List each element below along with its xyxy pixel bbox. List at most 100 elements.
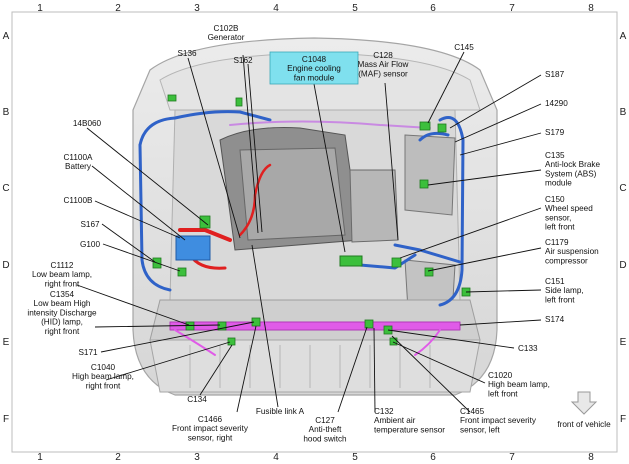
callout-line: S171 bbox=[78, 348, 98, 357]
callout-line: C102B bbox=[213, 24, 239, 33]
callout-line: High beam lamp, bbox=[72, 372, 134, 381]
callout-s136: S136 bbox=[177, 49, 197, 58]
callout-line: C1112 bbox=[51, 261, 74, 270]
callout-line: C1100B bbox=[64, 196, 94, 205]
front-of-vehicle-arrow-icon bbox=[570, 391, 598, 415]
callout-line: right front bbox=[45, 279, 80, 288]
grid-column-label: 5 bbox=[352, 452, 358, 463]
callout-line: module bbox=[545, 179, 572, 188]
callout-line: C1179 bbox=[545, 238, 569, 247]
cooling-fan-module bbox=[339, 255, 363, 267]
callout-line: C135 bbox=[545, 151, 565, 160]
grid-column-label: 6 bbox=[430, 452, 436, 463]
grid-column-label: 7 bbox=[509, 452, 515, 463]
grid-column-label: 6 bbox=[430, 3, 436, 14]
callout-line: C134 bbox=[187, 395, 207, 404]
callout-line: S162 bbox=[233, 56, 253, 65]
grid-column-label: 4 bbox=[273, 3, 279, 14]
callout-c145: C145 bbox=[454, 43, 474, 52]
callout-line: S179 bbox=[545, 128, 565, 137]
grid-column-label: 5 bbox=[352, 3, 358, 14]
grid-column-label: 2 bbox=[115, 452, 121, 463]
callout-line: fan module bbox=[294, 73, 335, 82]
callout-c134: C134 bbox=[187, 395, 207, 404]
callout-line: Low beam High bbox=[34, 299, 91, 308]
front-of-vehicle-label: front of vehicle bbox=[557, 420, 611, 429]
callout-line: temperature sensor bbox=[374, 425, 445, 434]
callout-line: S167 bbox=[80, 220, 100, 229]
callout-line: left front bbox=[545, 295, 575, 304]
callout-line: C151 bbox=[545, 277, 565, 286]
callout-line: 14290 bbox=[545, 99, 568, 108]
callout-line: C1465 bbox=[460, 407, 485, 416]
callout-line: (HID) lamp, bbox=[41, 318, 83, 327]
callout-line: High beam lamp, bbox=[488, 380, 550, 389]
callout-line: C150 bbox=[545, 195, 565, 204]
grid-row-label: D bbox=[2, 260, 9, 271]
callout-line: C1466 bbox=[198, 415, 223, 424]
callout-g100: G100 bbox=[80, 240, 100, 249]
callout-line: G100 bbox=[80, 240, 100, 249]
callout-line: S174 bbox=[545, 315, 565, 324]
callout-14b060: 14B060 bbox=[73, 119, 102, 128]
callout-line: left front bbox=[488, 389, 518, 398]
callout-line: Front impact severity bbox=[460, 416, 537, 425]
grid-row-label: F bbox=[620, 414, 626, 425]
callout-line: C132 bbox=[374, 407, 394, 416]
callout-line: C145 bbox=[454, 43, 474, 52]
grid-row-label: D bbox=[619, 260, 626, 271]
callout-line: Battery bbox=[65, 162, 92, 171]
callout-line: (MAF) sensor bbox=[358, 69, 408, 78]
callout-s174: S174 bbox=[545, 315, 565, 324]
callout-line: sensor, right bbox=[188, 433, 233, 442]
callout-line: sensor, bbox=[545, 213, 571, 222]
callout-s162: S162 bbox=[233, 56, 253, 65]
grid-column-label: 8 bbox=[588, 452, 594, 463]
callout-line: Wheel speed bbox=[545, 204, 593, 213]
grid-column-label: 4 bbox=[273, 452, 279, 463]
callout-line: C1020 bbox=[488, 371, 513, 380]
callout-line: C133 bbox=[518, 344, 538, 353]
callout-line: S187 bbox=[545, 70, 565, 79]
wiring-harnesses bbox=[138, 110, 465, 356]
callout-line: compressor bbox=[545, 256, 588, 265]
callout-line: Low beam lamp, bbox=[32, 270, 92, 279]
callout-line: Mass Air Flow bbox=[358, 60, 409, 69]
callout-line: Ambient air bbox=[374, 416, 416, 425]
callout-fusible: Fusible link A bbox=[256, 407, 305, 416]
callout-s167: S167 bbox=[80, 220, 100, 229]
callout-line: 14B060 bbox=[73, 119, 102, 128]
callout-line: Generator bbox=[208, 33, 245, 42]
grid-column-label: 7 bbox=[509, 3, 515, 14]
callout-14290: 14290 bbox=[545, 99, 568, 108]
callout-line: right front bbox=[45, 327, 80, 336]
grid-column-label: 1 bbox=[37, 3, 43, 14]
callout-line: left front bbox=[545, 223, 575, 232]
callout-line: Air suspension bbox=[545, 247, 599, 256]
grid-column-label: 3 bbox=[194, 452, 200, 463]
leader-lines bbox=[76, 51, 542, 413]
callout-line: Fusible link A bbox=[256, 407, 305, 416]
grid-row-label: E bbox=[3, 337, 10, 348]
callout-s187: S187 bbox=[545, 70, 565, 79]
callout-line: C128 bbox=[373, 51, 393, 60]
connectors bbox=[152, 94, 471, 346]
callout-line: Side lamp, bbox=[545, 286, 584, 295]
grid-row-label: C bbox=[619, 183, 626, 194]
